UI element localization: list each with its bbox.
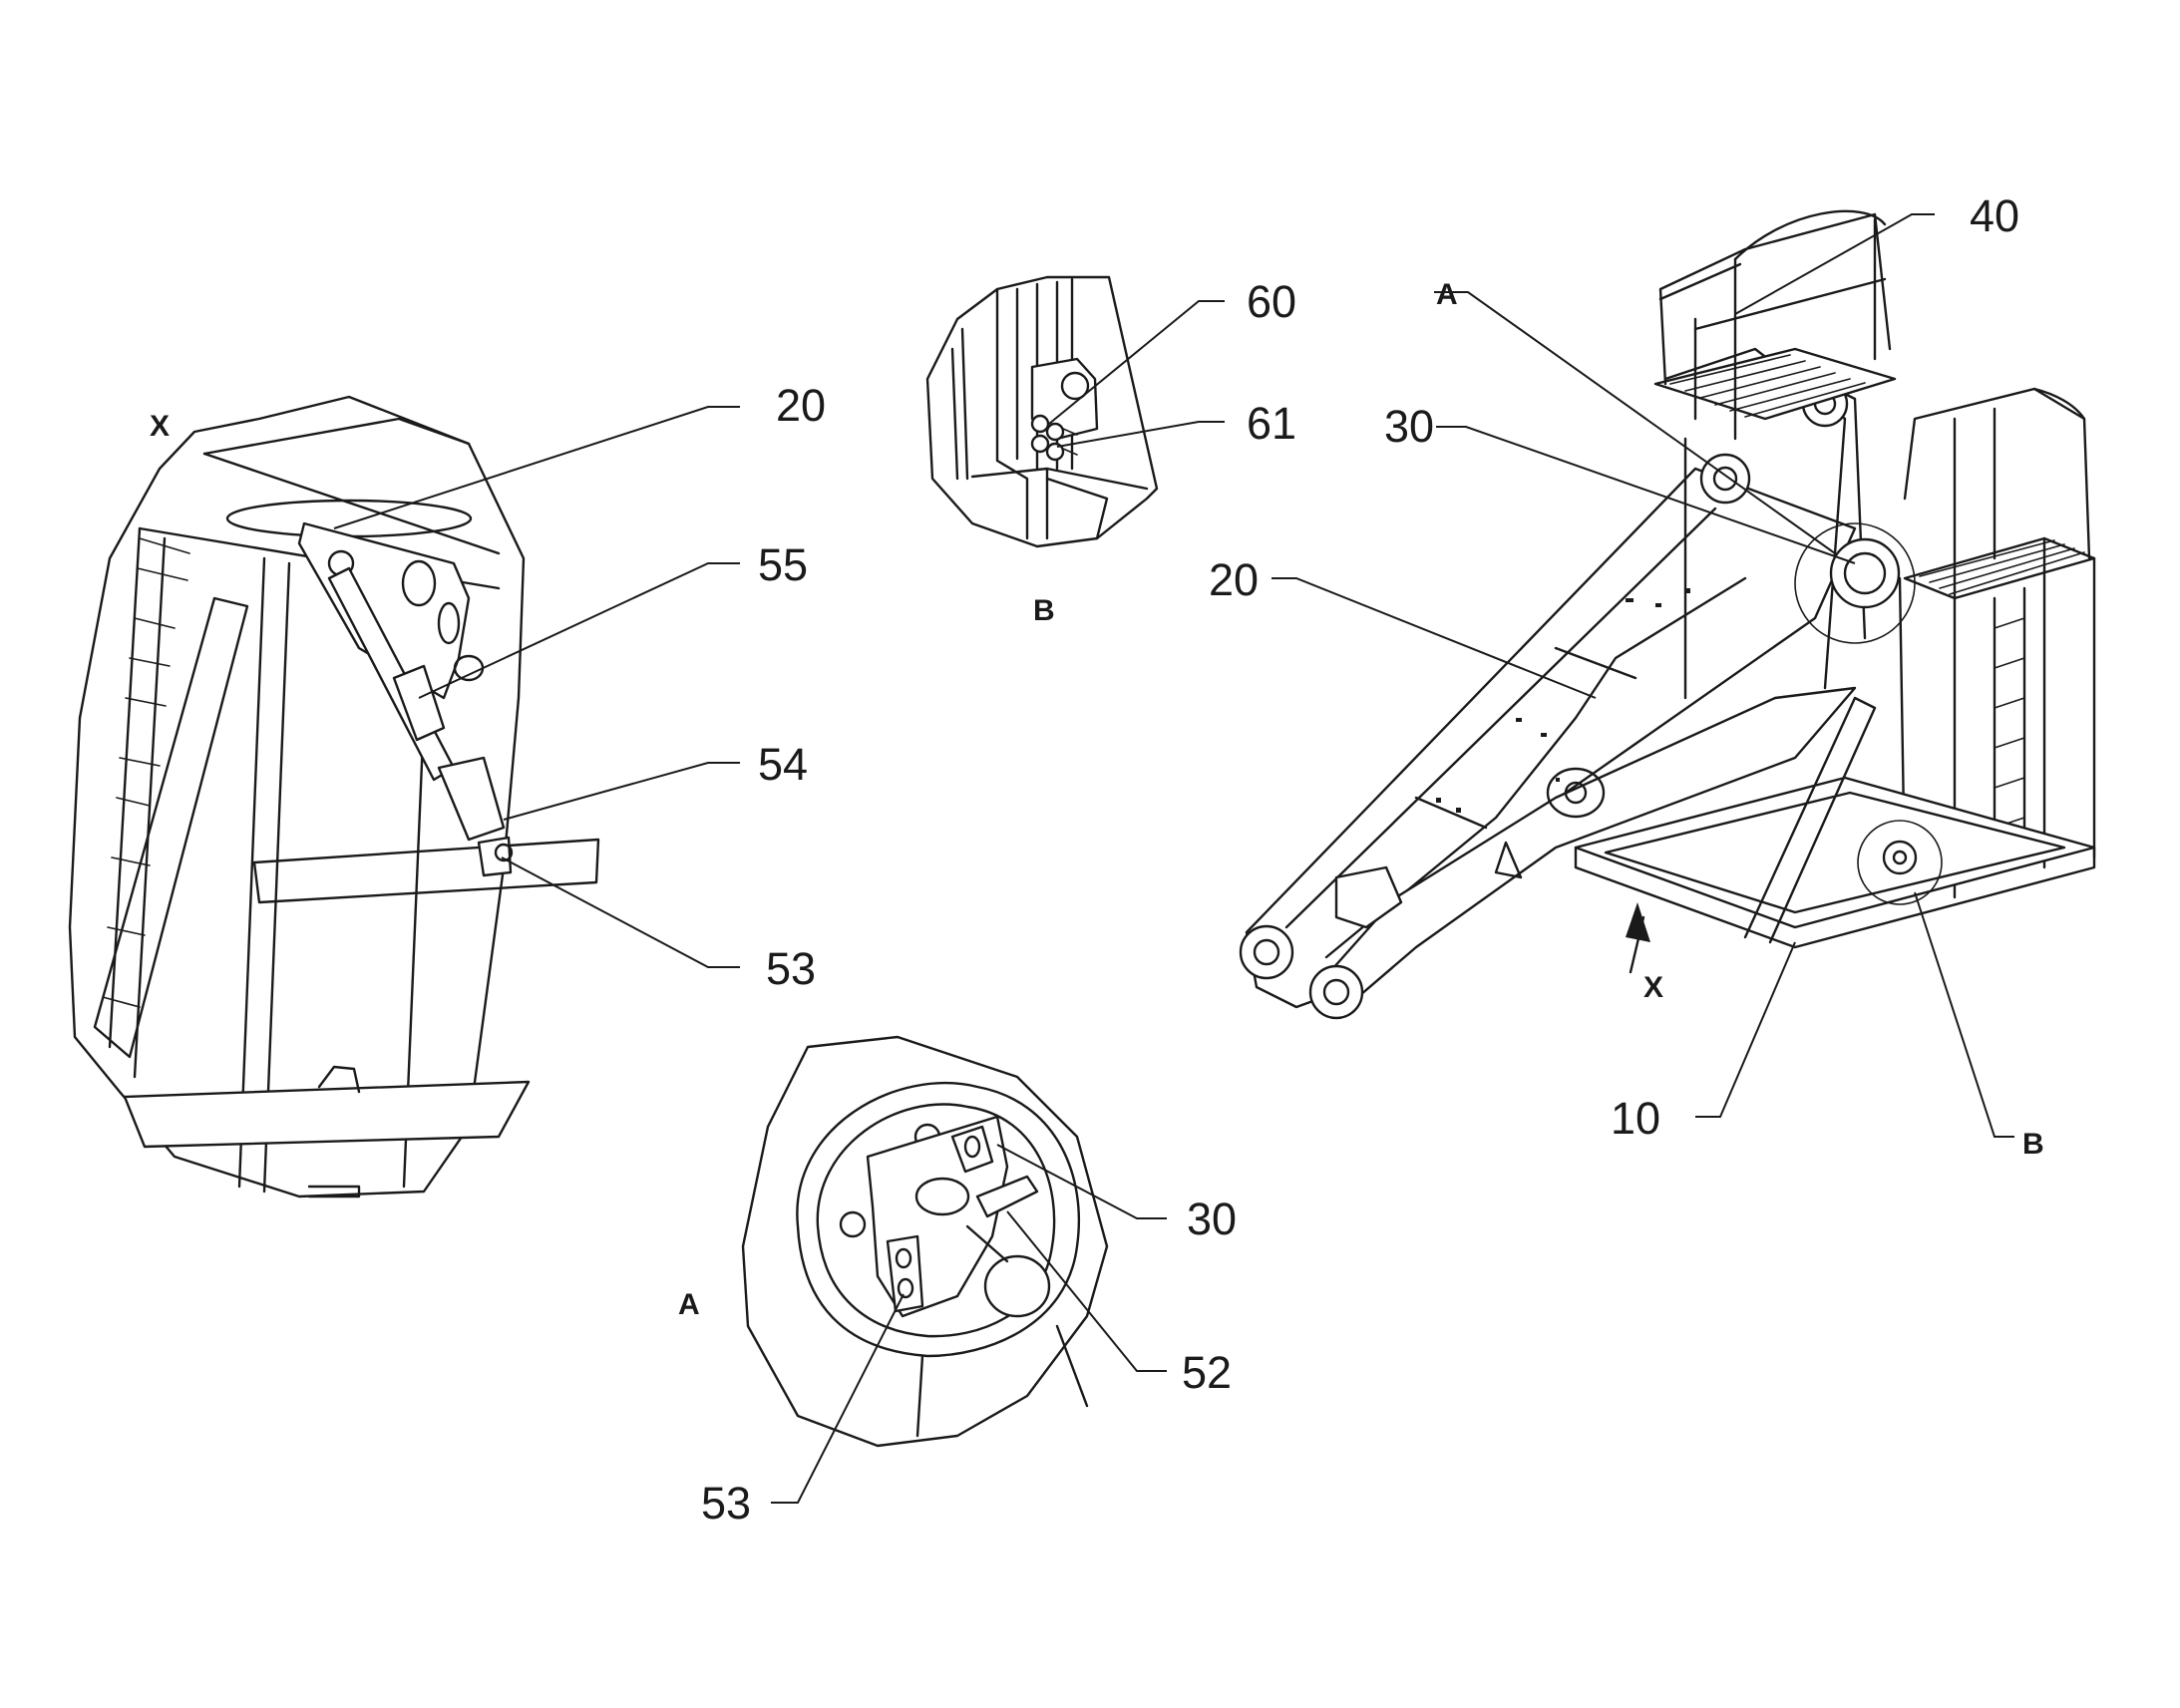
main-assembly [1239, 209, 2096, 1020]
detail-a-tag: A [678, 1288, 700, 1321]
numeral-10: 10 [1611, 1093, 1660, 1144]
numeral-61: 61 [1247, 398, 1296, 449]
main-tag-x: X [1643, 971, 1663, 1004]
view-x-detail [68, 395, 600, 1198]
numeral-30-detail-a: 30 [1187, 1194, 1237, 1244]
detail-b-tag: B [1033, 594, 1055, 627]
detail-b [925, 275, 1159, 548]
view-x-tag: X [150, 410, 170, 443]
leader-lines [333, 213, 2014, 1504]
numeral-20-view-x: 20 [776, 380, 826, 431]
numeral-53-view-x: 53 [766, 943, 816, 994]
numeral-60: 60 [1247, 276, 1296, 327]
numeral-55: 55 [758, 539, 808, 590]
main-tag-b: B [2022, 1128, 2044, 1161]
numeral-52: 52 [1182, 1347, 1232, 1398]
detail-a [741, 1035, 1109, 1448]
main-tag-a: A [1436, 278, 1458, 311]
numeral-20-main: 20 [1209, 554, 1259, 605]
numeral-30-main: 30 [1384, 401, 1434, 452]
numeral-53-detail-a: 53 [701, 1478, 751, 1529]
numeral-40: 40 [1970, 190, 2019, 241]
numeral-54: 54 [758, 739, 808, 790]
